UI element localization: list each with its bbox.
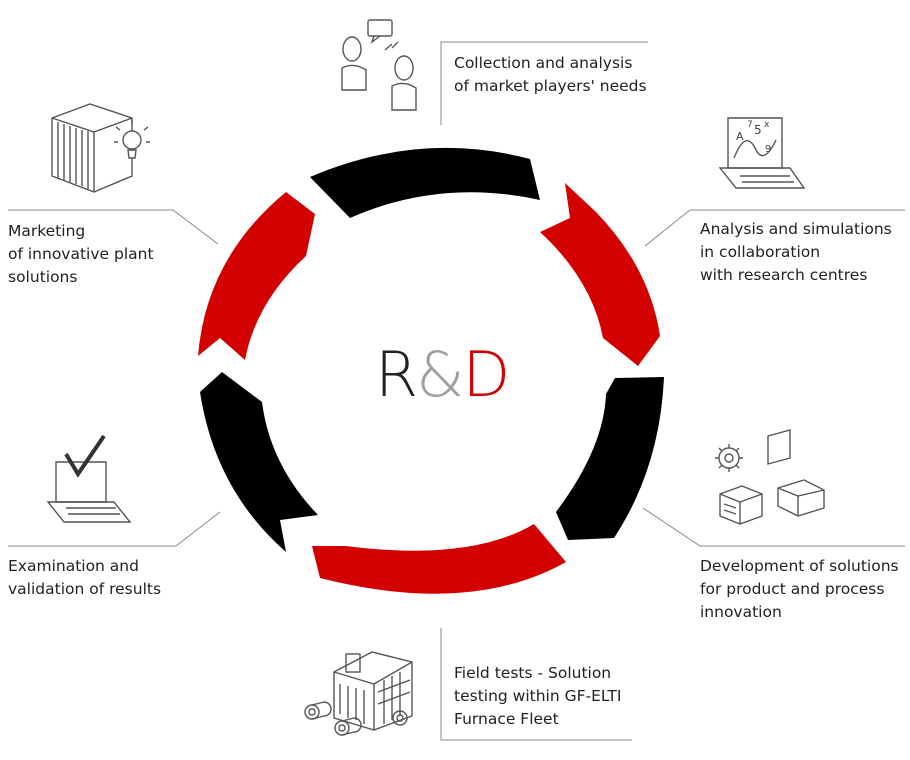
leader-line-development bbox=[642, 507, 905, 547]
label-collection: Collection and analysis of market player… bbox=[454, 54, 647, 95]
label-marketing: Marketing of innovative plant solutions bbox=[8, 222, 154, 286]
gear-boxes-icon bbox=[715, 429, 825, 525]
segment-marketing bbox=[198, 192, 315, 360]
leader-line-collection bbox=[440, 41, 648, 125]
segment-analysis bbox=[540, 183, 660, 366]
formula-letter-a: A bbox=[736, 130, 744, 143]
segment-development bbox=[556, 377, 664, 540]
formula-digit-9: 9 bbox=[765, 144, 771, 155]
label-analysis: Analysis and simulations in collaboratio… bbox=[700, 220, 892, 284]
label-field-tests: Field tests - Solution testing within GF… bbox=[454, 664, 622, 728]
people-discussion-icon bbox=[341, 19, 417, 111]
formula-letter-x: x bbox=[764, 120, 770, 130]
lightbulb-plant-icon bbox=[51, 103, 150, 193]
title-letter-r: R bbox=[375, 338, 418, 411]
furnace-plant-icon bbox=[304, 651, 413, 736]
leader-lines bbox=[8, 41, 905, 741]
title-ampersand: & bbox=[416, 338, 464, 411]
formula-digit-5: 5 bbox=[754, 123, 762, 137]
leader-line-examination bbox=[8, 511, 221, 547]
leader-line-field-tests bbox=[440, 628, 632, 741]
cycle-ring bbox=[198, 147, 664, 594]
label-examination: Examination and validation of results bbox=[8, 557, 162, 598]
segment-examination bbox=[200, 372, 318, 552]
formula-digit-7: 7 bbox=[747, 120, 753, 130]
leader-line-analysis bbox=[644, 209, 905, 247]
segment-collection bbox=[310, 147, 540, 218]
leader-line-marketing bbox=[8, 209, 219, 245]
laptop-formula-icon: A 7 5 x 9 bbox=[718, 117, 806, 189]
rd-title: R&D bbox=[375, 338, 510, 411]
title-letter-d: D bbox=[462, 338, 510, 411]
label-development: Development of solutions for product and… bbox=[700, 557, 899, 621]
segment-field-tests bbox=[312, 524, 566, 594]
laptop-check-icon bbox=[46, 434, 132, 523]
